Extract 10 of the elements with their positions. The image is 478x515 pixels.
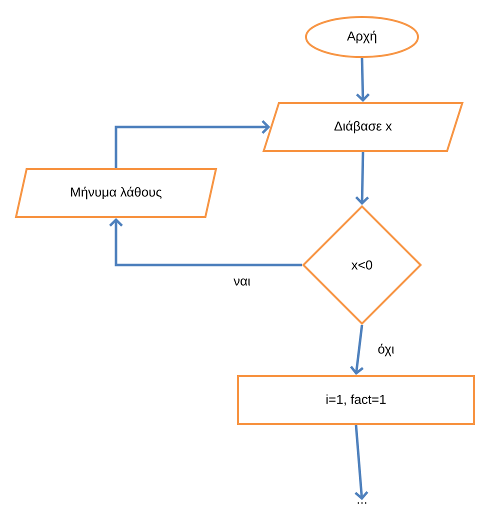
edge-label: ναι bbox=[232, 277, 252, 287]
process-box: i=1, fact=1 bbox=[237, 375, 475, 425]
ellipsis-text: ... bbox=[358, 502, 366, 504]
arrow bbox=[355, 152, 370, 205]
arrow bbox=[356, 58, 370, 102]
arrow bbox=[350, 324, 364, 375]
arrow bbox=[354, 424, 368, 500]
edge-label: όχι bbox=[376, 342, 396, 358]
arrow bbox=[109, 218, 302, 266]
arrow bbox=[114, 120, 270, 168]
